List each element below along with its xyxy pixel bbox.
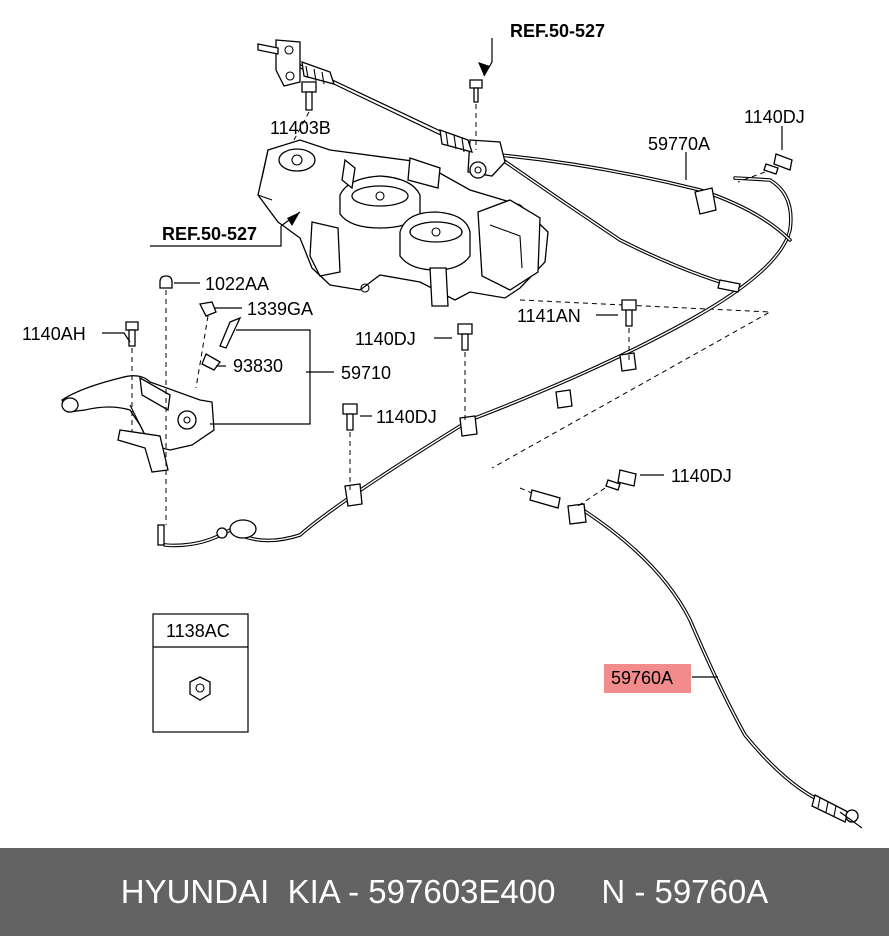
front-cable-59710: [157, 176, 793, 548]
bolt-1141AN: [621, 299, 637, 327]
rear-cable-59770A: [467, 139, 792, 293]
parts-diagram: REF.50-527 REF.50-527 11403B 59770A 1140…: [22, 21, 863, 829]
parking-brake-lever: [61, 375, 215, 473]
label-1141AN: 1141AN: [517, 306, 581, 326]
label-1140DJ-low: 1140DJ: [376, 407, 437, 427]
bolt-1140DJ-low: [342, 403, 358, 431]
callout-box-1138AC: [152, 613, 249, 733]
nut-icon: [189, 676, 211, 701]
label-11403B: 11403B: [270, 118, 331, 138]
rear-cable-59760A: [529, 489, 863, 829]
clip-1339GA: [199, 301, 217, 317]
pin-93830: [201, 316, 242, 371]
part-number-footer: HYUNDAI KIA - 597603E400 N - 59760A: [0, 848, 889, 936]
label-1138AC: 1138AC: [166, 621, 230, 641]
label-1140DJ-right: 1140DJ: [671, 466, 732, 486]
footer-text: HYUNDAI KIA - 597603E400 N - 59760A: [120, 873, 769, 910]
bolt-1140DJ-mid: [457, 323, 473, 351]
bolt-1140DJ-top: [763, 153, 793, 175]
bolt-ref-top: [469, 79, 483, 103]
bolt-11403B: [301, 81, 317, 111]
ref-left-arrow: [287, 212, 300, 226]
subframe-crossmember: [257, 139, 549, 307]
label-59770A: 59770A: [648, 134, 710, 154]
part-highlight: [604, 664, 691, 693]
bolt-1140AH: [125, 321, 139, 347]
label-1140DJ-top: 1140DJ: [744, 107, 805, 127]
front-pull-cable: [257, 39, 473, 153]
guide-lines: [131, 104, 766, 525]
label-ref-left: REF.50-527: [162, 224, 257, 244]
ref-top-arrow: [478, 62, 490, 76]
bolt-1140DJ-right: [605, 469, 637, 491]
label-59710: 59710: [341, 363, 391, 383]
assembly-frame: [491, 299, 772, 469]
label-1339GA: 1339GA: [247, 299, 313, 319]
label-59760A: 59760A: [611, 668, 673, 688]
label-1140AH: 1140AH: [22, 324, 86, 344]
label-1022AA: 1022AA: [205, 274, 269, 294]
label-ref-top: REF.50-527: [510, 21, 605, 41]
label-93830: 93830: [233, 356, 283, 376]
label-1140DJ-mid: 1140DJ: [355, 329, 416, 349]
grommet-1022AA: [159, 275, 173, 289]
